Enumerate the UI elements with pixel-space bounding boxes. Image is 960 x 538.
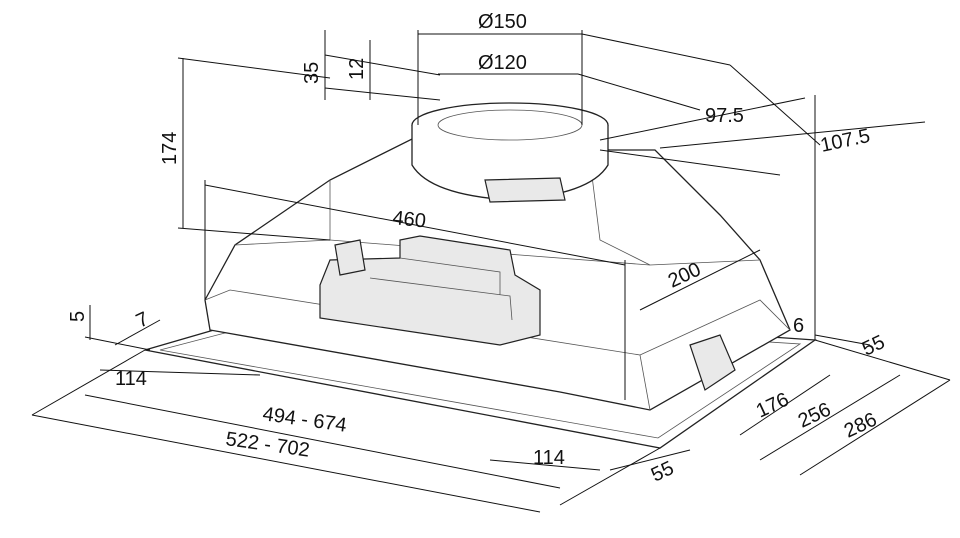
connector-left xyxy=(334,239,366,276)
connector-right xyxy=(689,334,736,391)
label-body-height: 174 xyxy=(159,132,181,165)
label-left-offset: 114 xyxy=(115,368,147,390)
label-outlet-outer-diameter: Ø150 xyxy=(478,11,527,33)
label-frame-thickness: 5 xyxy=(67,311,89,322)
label-frame-edge-left: 7 xyxy=(133,308,152,333)
label-side-margin-right: 55 xyxy=(859,331,888,360)
label-body-width: 460 xyxy=(391,207,426,232)
label-outlet-inner-diameter: Ø120 xyxy=(478,52,527,74)
label-depth-a: 176 xyxy=(753,388,793,422)
hood-body xyxy=(144,102,817,449)
label-bottom-margin: 55 xyxy=(648,457,677,486)
label-outer-width-range: 522 - 702 xyxy=(224,428,311,462)
label-bottom-offset: 114 xyxy=(533,447,565,469)
label-outlet-height-offset: 35 xyxy=(301,62,323,84)
label-depth-c: 286 xyxy=(841,408,881,442)
dimension-lines xyxy=(31,30,951,513)
label-depth-b: 256 xyxy=(795,398,835,432)
label-outlet-offset-a: 97.5 xyxy=(705,105,744,127)
motor-housing xyxy=(319,235,541,346)
label-outlet-collar: 12 xyxy=(346,58,368,80)
label-outlet-offset-b: 107.5 xyxy=(818,125,872,157)
label-frame-edge-right: 6 xyxy=(793,315,804,337)
